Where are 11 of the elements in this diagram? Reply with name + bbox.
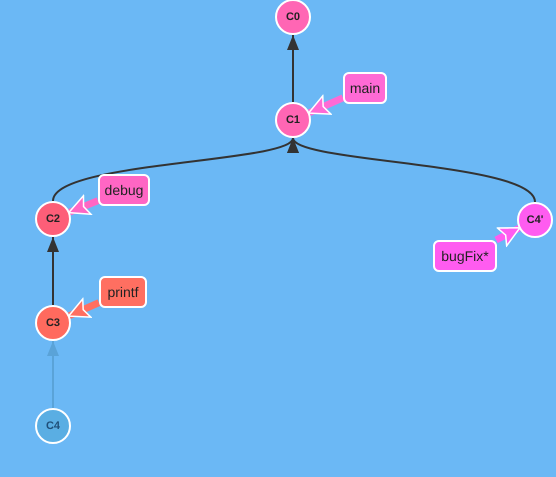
branch-label: printf (99, 276, 147, 308)
branch-label: bugFix* (433, 240, 497, 272)
branch-pointer-arrow (68, 298, 100, 319)
branch-label: debug (98, 174, 150, 206)
branch-pointer-arrow (308, 94, 344, 116)
branch-pointer-arrow (494, 225, 521, 247)
commit-link-arrow (47, 341, 59, 408)
branch-pointer-arrow (68, 195, 100, 216)
branch-label: main (343, 72, 387, 104)
commit-link-arrow (47, 237, 59, 305)
commit-link-arrow (287, 35, 299, 102)
